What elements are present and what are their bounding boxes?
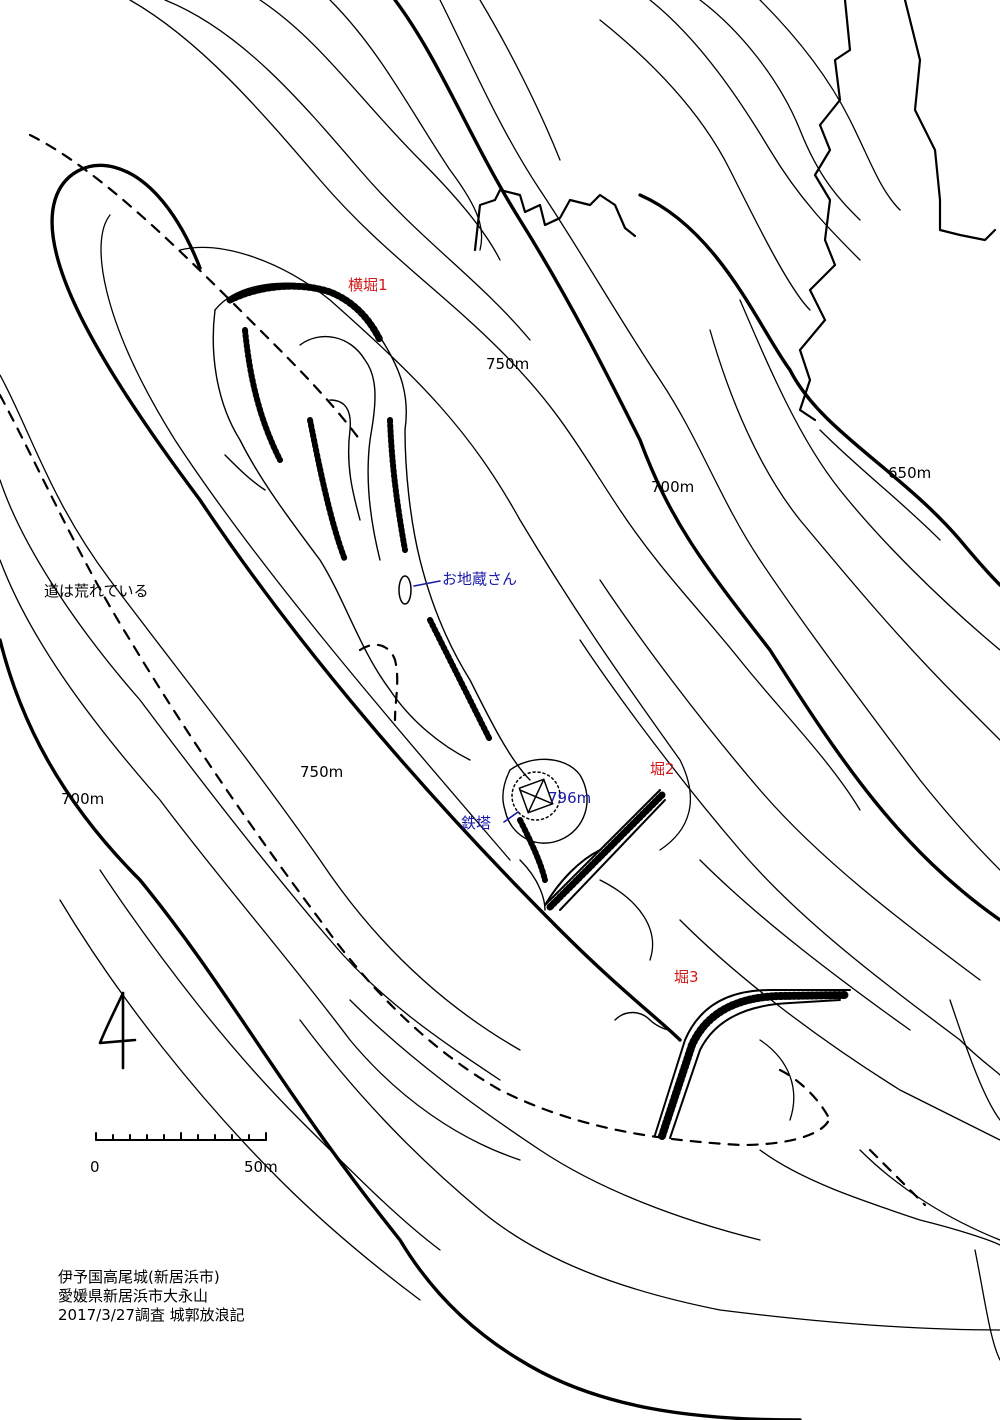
label-contour-750-left: 750m [300,763,344,781]
roads [0,133,927,1207]
intermediate-contours [0,0,1000,1361]
label-yokobori-1: 横堀1 [348,276,388,294]
title-block: 伊予国高尾城(新居浜市) 愛媛県新居浜市大永山 2017/3/27調査 城郭放浪… [58,1268,245,1325]
label-tetto: 鉄塔 [461,814,492,832]
title-line-1: 伊予国高尾城(新居浜市) [58,1268,220,1286]
tetto-leader [503,811,519,823]
north-arrow [98,991,137,1070]
scale-label-50m: 50m [244,1158,278,1176]
label-contour-650: 650m [888,464,932,482]
label-contour-750-top: 750m [486,355,530,373]
label-summit-elevation: 796m [548,789,592,807]
title-line-3: 2017/3/27調査 城郭放浪記 [58,1306,245,1324]
hachure-ticks [226,282,548,883]
contour-750-index [50,163,682,1042]
title-line-2: 愛媛県新居浜市大永山 [58,1287,209,1305]
label-road-note: 道は荒れている [44,582,149,600]
contour-700-right-index [393,0,1000,922]
path-inner [358,643,399,722]
scale-bar [95,1132,267,1141]
road-upper [28,133,362,442]
jizo-symbol [398,575,441,605]
cliff-lines [473,0,997,422]
road-curve [778,1068,832,1122]
road-west [0,393,832,1147]
scale-label-zero: 0 [90,1158,100,1176]
contour-700-left-index [0,638,802,1420]
label-contour-700-left: 700m [61,790,105,808]
label-hori-2: 堀2 [650,760,675,778]
label-contour-700-right: 700m [651,478,695,496]
moat-2 [544,789,666,911]
label-jizo: お地蔵さん [442,570,518,588]
moat-3 [614,989,851,1140]
contour-650-index [638,193,1000,587]
label-hori-3: 堀3 [674,968,699,986]
road-east [868,1148,927,1207]
tower-symbol [511,771,561,821]
